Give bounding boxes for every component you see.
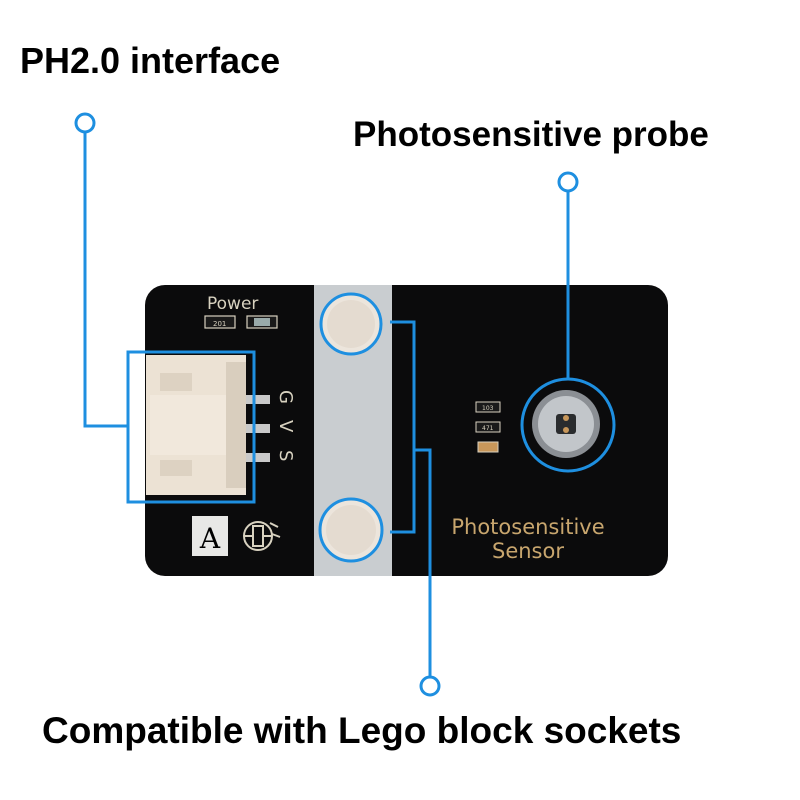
pin-label-s: S xyxy=(275,450,296,461)
smd-capacitor xyxy=(477,441,499,453)
pin-g xyxy=(246,395,270,404)
resistor-471 xyxy=(475,421,501,433)
pin-label-g: G xyxy=(275,390,296,404)
sensor-name-line1: Photosensitive xyxy=(451,515,604,539)
pin-v xyxy=(246,424,270,433)
type-letter: A xyxy=(199,522,221,555)
ph-callout-line xyxy=(83,133,128,428)
resistor-code-201: 201 xyxy=(213,320,226,328)
resistor-code-103: 103 xyxy=(482,405,494,412)
sensor-name-line2: Sensor xyxy=(492,539,564,563)
ph-callout-dot xyxy=(74,112,96,134)
photosensor-symbol-icon xyxy=(243,521,281,551)
lego-callout-dot xyxy=(419,675,441,697)
callout-lego-compatible: Compatible with Lego block sockets xyxy=(42,710,682,751)
callout-ph-interface: PH2.0 interface xyxy=(20,40,281,81)
pcb-board xyxy=(145,285,668,576)
pin-s xyxy=(246,453,270,462)
resistor-201 xyxy=(204,315,236,329)
pin-label-v: V xyxy=(275,420,296,433)
resistor-code-471: 471 xyxy=(482,425,494,432)
power-label: Power xyxy=(207,294,258,314)
type-badge xyxy=(192,516,228,556)
probe-callout-dot xyxy=(557,171,579,193)
callout-photosensitive-probe: Photosensitive probe xyxy=(353,115,709,154)
lego-callout-line xyxy=(390,320,416,534)
resistor-103 xyxy=(475,401,501,413)
